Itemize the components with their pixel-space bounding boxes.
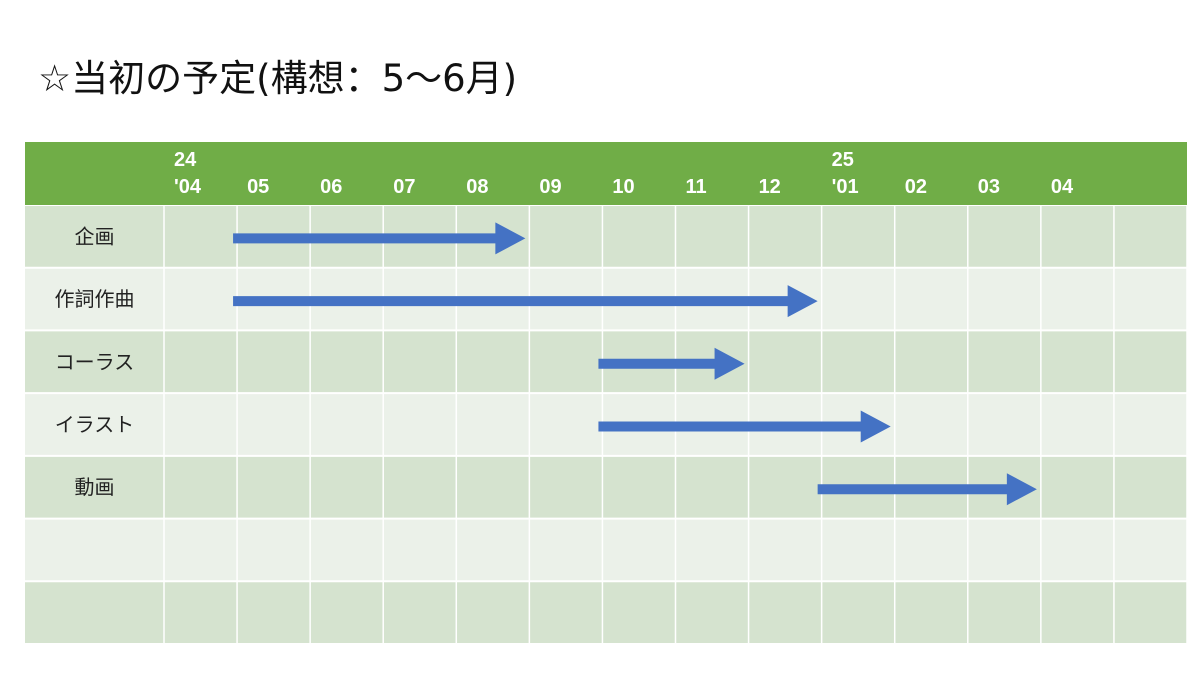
column-label-month: 11 bbox=[686, 176, 707, 198]
column-label-month: 07 bbox=[393, 176, 415, 198]
header-background bbox=[25, 142, 1187, 205]
column-label-month: 06 bbox=[320, 176, 342, 198]
column-label-year: 25 bbox=[832, 149, 854, 171]
task-row bbox=[25, 581, 1187, 644]
column-label-month: '01 bbox=[832, 176, 859, 198]
task-label: 作詞作曲 bbox=[55, 288, 135, 311]
column-label-month: 10 bbox=[612, 176, 634, 198]
slide-title: ☆当初の予定(構想：5〜6月) bbox=[38, 57, 518, 100]
task-arrow bbox=[817, 473, 1037, 506]
task-label: 企画 bbox=[75, 225, 115, 248]
column-label-month: 09 bbox=[539, 176, 561, 198]
task-arrow bbox=[233, 222, 526, 255]
column-label-month: 04 bbox=[1051, 176, 1074, 198]
task-arrows bbox=[233, 222, 1037, 506]
task-arrow bbox=[598, 410, 891, 443]
column-label-month: 03 bbox=[978, 176, 1000, 198]
task-arrow bbox=[233, 285, 818, 318]
table-background bbox=[25, 142, 1187, 644]
task-row bbox=[25, 518, 1187, 582]
task-arrow bbox=[598, 347, 745, 380]
column-label-month: 08 bbox=[466, 176, 488, 198]
month-header-row: 24 '04 05 06 07 08 09 10 11 12 25 '01 02 03 04 bbox=[25, 142, 1187, 205]
task-label: イラスト bbox=[55, 415, 135, 437]
task-label: 動画 bbox=[75, 476, 115, 499]
column-label-month: 02 bbox=[905, 176, 927, 198]
column-label-month: 12 bbox=[759, 176, 781, 198]
task-row bbox=[25, 205, 1187, 268]
column-label-year: 24 bbox=[174, 149, 197, 171]
column-label-month: '04 bbox=[174, 176, 202, 198]
gantt-chart: 24 '04 05 06 07 08 09 10 11 12 25 '01 02 03 04 企画作詞作曲コ… bbox=[25, 142, 1187, 644]
column-label-month: 05 bbox=[247, 176, 269, 198]
task-label: コーラス bbox=[55, 352, 135, 374]
